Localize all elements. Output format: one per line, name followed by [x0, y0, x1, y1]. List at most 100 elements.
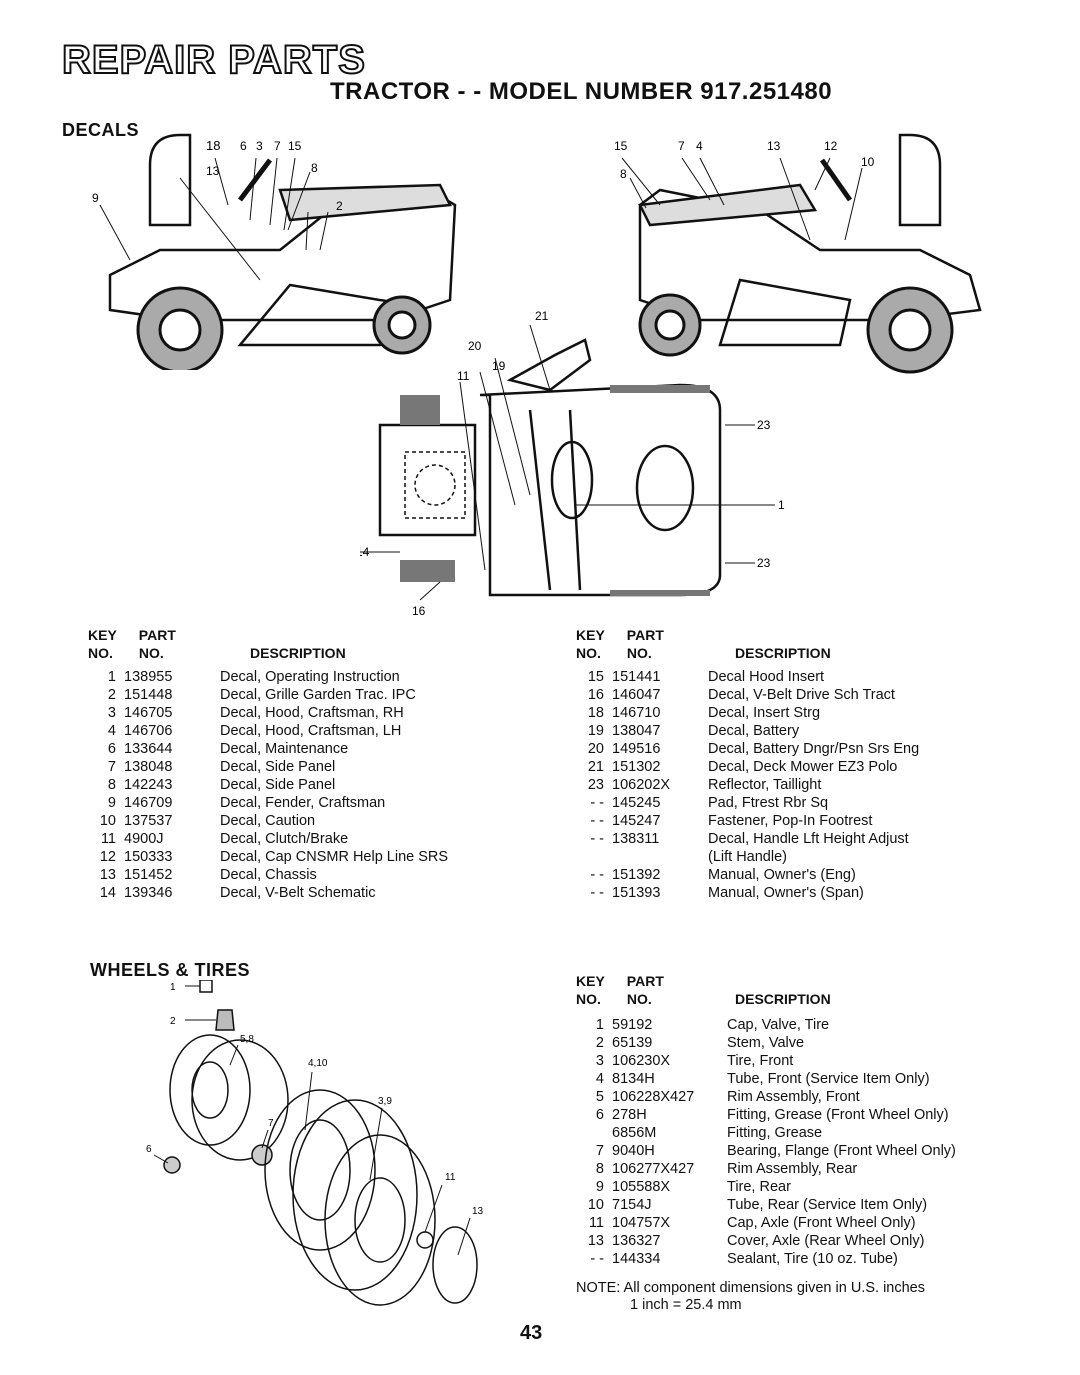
callout-18: 18 [206, 138, 220, 153]
svg-text:20: 20 [468, 339, 482, 353]
part-number-cell: 149516 [612, 741, 661, 757]
part-number-cell: 4900J [124, 831, 164, 847]
svg-text:8: 8 [311, 161, 318, 175]
svg-text:19: 19 [492, 359, 506, 373]
description-cell: Tube, Rear (Service Item Only) [727, 1197, 928, 1213]
description-cell: Fitting, Grease (Front Wheel Only) [727, 1107, 949, 1123]
part-number-cell [612, 848, 708, 866]
description-cell: Stem, Valve [727, 1035, 805, 1051]
part-number-cell: 106202X [612, 777, 671, 793]
description-cell: Sealant, Tire (10 oz. Tube) [727, 1251, 898, 1267]
description-cell: Rim Assembly, Rear [727, 1161, 858, 1177]
decals-right-desc-header: DESCRIPTION [735, 645, 831, 661]
svg-text:9: 9 [92, 191, 99, 205]
part-number-cell: 146709 [124, 795, 173, 811]
part-number-cell: 106230X [612, 1053, 671, 1069]
tractor-left-side-illustration: 18 6 3 7 15 13 8 9 2 [92, 133, 457, 370]
wheels-tires-illustration: 1 2 5,8 4,10 6 7 3,9 11 13 [146, 980, 484, 1306]
description-cell: (Lift Handle) [708, 849, 787, 865]
key-cell: - - [590, 1251, 604, 1267]
svg-text:13: 13 [767, 139, 781, 153]
description-cell: Decal, Deck Mower EZ3 Polo [708, 759, 898, 775]
part-number-cell: 7154J [612, 1197, 652, 1213]
part-number-cell: 6856M [612, 1125, 657, 1141]
part-number-cell: 151392 [612, 867, 661, 883]
key-cell: 21 [587, 759, 604, 775]
part-number-cell: 151452 [124, 867, 173, 883]
description-cell: Cap, Axle (Front Wheel Only) [727, 1215, 916, 1231]
key-cell: 13 [587, 1233, 604, 1249]
description-cell: Decal, Insert Strg [708, 705, 821, 721]
key-cell: 20 [587, 741, 604, 757]
part-number-cell: 106277X427 [612, 1161, 695, 1177]
parts-row: (Lift Handle) [576, 848, 919, 866]
description-cell: Tube, Front (Service Item Only) [727, 1071, 930, 1087]
key-cell: - - [590, 885, 604, 901]
part-number-cell: 146706 [124, 723, 173, 739]
part-number-cell: 139346 [124, 885, 173, 901]
key-cell: 3 [107, 705, 116, 721]
key-cell: 4 [107, 723, 116, 739]
description-cell: Tire, Rear [727, 1179, 791, 1195]
part-number-cell: 8134H [612, 1071, 655, 1087]
key-cell: - - [590, 867, 604, 883]
svg-text:6: 6 [240, 139, 247, 153]
svg-text:1: 1 [778, 498, 785, 512]
part-number-cell: 278H [612, 1107, 647, 1123]
svg-text:4,10: 4,10 [308, 1058, 328, 1069]
part-number-cell: 136327 [612, 1233, 661, 1249]
decals-left-desc-header: DESCRIPTION [250, 645, 346, 661]
description-cell: Rim Assembly, Front [727, 1089, 860, 1105]
key-cell: 11 [588, 1215, 604, 1231]
parts-row: 4 8134H Tube, Front (Service Item Only) [576, 1070, 956, 1088]
svg-text:1: 1 [170, 982, 176, 993]
key-cell: 6 [595, 1107, 604, 1123]
key-cell: 2 [107, 687, 116, 703]
description-cell: Decal, Caution [220, 813, 316, 829]
model-subtitle: TRACTOR - - MODEL NUMBER 917.251480 [330, 78, 833, 105]
description-cell: Tire, Front [727, 1053, 794, 1069]
key-cell: 23 [587, 777, 604, 793]
key-cell: 12 [99, 849, 116, 865]
svg-text:8: 8 [620, 167, 627, 181]
key-cell: 4 [595, 1071, 604, 1087]
part-number-cell: 145247 [612, 813, 661, 829]
part-number-cell: 150333 [124, 849, 173, 865]
key-cell: - - [590, 813, 604, 829]
description-cell: Decal, V-Belt Drive Sch Tract [708, 687, 895, 703]
svg-text:7: 7 [268, 1118, 274, 1129]
svg-text:4: 4 [696, 139, 703, 153]
key-cell: 19 [587, 723, 604, 739]
key-cell [576, 848, 612, 866]
wheels-desc-header: DESCRIPTION [735, 991, 831, 1007]
description-cell: Decal Hood Insert [708, 669, 825, 685]
svg-text:3,9: 3,9 [378, 1096, 392, 1107]
svg-text:7: 7 [274, 139, 281, 153]
description-cell: Decal, Fender, Craftsman [220, 795, 386, 811]
description-cell: Decal, Clutch/Brake [220, 831, 349, 847]
svg-text:15: 15 [614, 139, 628, 153]
svg-text:11: 11 [445, 1172, 456, 1183]
